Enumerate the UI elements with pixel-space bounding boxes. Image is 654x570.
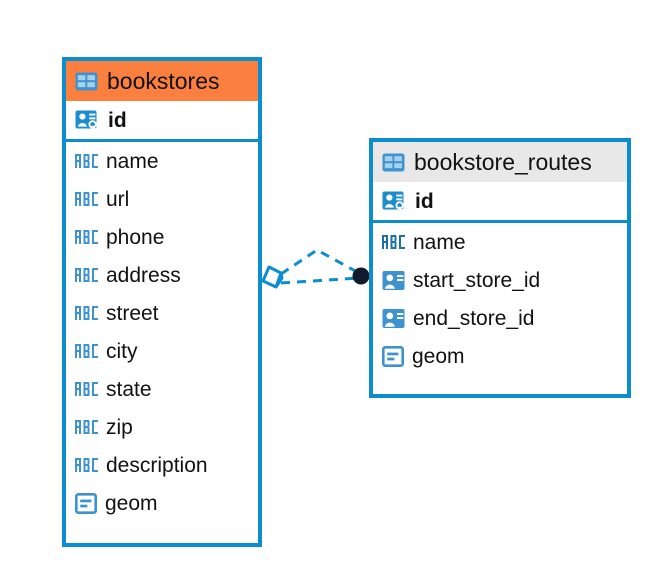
primary-key-icon (75, 110, 97, 132)
attribute-list-bookstores: name url (66, 142, 258, 522)
attribute-row-zip[interactable]: zip (66, 408, 258, 446)
attribute-list-bookstore-routes: name start_store_id (373, 223, 627, 375)
entity-bookstores[interactable]: bookstores id (62, 57, 262, 547)
abc-text-icon (75, 154, 98, 168)
abc-text-icon (75, 306, 98, 320)
relationship-line-upper (280, 248, 360, 276)
attribute-label: geom (105, 491, 158, 515)
primary-key-icon (382, 191, 404, 213)
abc-text-icon (75, 192, 98, 206)
abc-text-icon (75, 420, 98, 434)
attribute-row-address[interactable]: address (66, 256, 258, 294)
table-icon (382, 153, 405, 171)
diamond-marker-icon (261, 265, 284, 289)
attribute-row-street[interactable]: street (66, 294, 258, 332)
foreign-key-icon (382, 270, 405, 290)
filled-circle-marker-icon (352, 267, 370, 285)
foreign-key-icon (382, 308, 405, 328)
geometry-icon (75, 492, 97, 514)
abc-text-icon (75, 382, 98, 396)
geometry-icon (382, 345, 404, 367)
entity-bookstore-routes[interactable]: bookstore_routes id (369, 138, 631, 398)
attribute-label: id (108, 108, 127, 132)
abc-text-icon (75, 458, 98, 472)
attribute-label: start_store_id (413, 268, 541, 292)
attribute-label: name (413, 230, 466, 254)
attribute-row-geom[interactable]: geom (66, 484, 258, 522)
abc-text-icon (382, 235, 405, 249)
attribute-row-description[interactable]: description (66, 446, 258, 484)
abc-text-icon (75, 230, 98, 244)
attribute-row-phone[interactable]: phone (66, 218, 258, 256)
relationship-connector[interactable] (255, 240, 385, 320)
attribute-label: name (106, 149, 159, 173)
attribute-label: end_store_id (413, 306, 535, 330)
attribute-row-end-store-id[interactable]: end_store_id (373, 299, 627, 337)
attribute-row-city[interactable]: city (66, 332, 258, 370)
entity-header-bookstore-routes[interactable]: bookstore_routes (373, 142, 627, 182)
attribute-row-id[interactable]: id (66, 101, 258, 139)
attribute-label: url (106, 187, 130, 211)
entity-title: bookstore_routes (414, 148, 592, 175)
entity-header-bookstores[interactable]: bookstores (66, 61, 258, 101)
attribute-label: state (106, 377, 152, 401)
attribute-row-name[interactable]: name (66, 142, 258, 180)
attribute-label: address (106, 263, 181, 287)
table-icon (75, 72, 98, 90)
entity-title: bookstores (107, 67, 220, 94)
attribute-row-start-store-id[interactable]: start_store_id (373, 261, 627, 299)
attribute-label: zip (106, 415, 133, 439)
attribute-row-name[interactable]: name (373, 223, 627, 261)
abc-text-icon (75, 344, 98, 358)
attribute-label: description (106, 453, 208, 477)
attribute-label: id (415, 189, 434, 213)
attribute-row-geom[interactable]: geom (373, 337, 627, 375)
attribute-label: city (106, 339, 138, 363)
attribute-label: phone (106, 225, 165, 249)
primary-key-block-bookstores: id (66, 101, 258, 142)
attribute-label: street (106, 301, 159, 325)
attribute-label: geom (412, 344, 465, 368)
primary-key-block-bookstore-routes: id (373, 182, 627, 223)
relationship-line-lower (280, 276, 360, 285)
attribute-row-url[interactable]: url (66, 180, 258, 218)
attribute-row-state[interactable]: state (66, 370, 258, 408)
abc-text-icon (75, 268, 98, 282)
attribute-row-id[interactable]: id (373, 182, 627, 220)
